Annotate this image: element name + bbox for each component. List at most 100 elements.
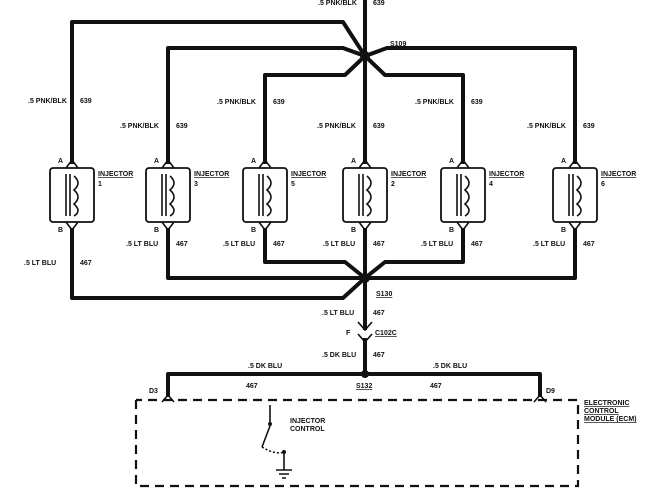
switch-contact-top [268,422,272,426]
injector-body [242,167,288,223]
injector-out-circuit: 467 [273,241,285,248]
injector-pin-a-symbol [456,158,470,169]
injector-coil-icon [456,174,470,217]
switch-arm [261,425,271,448]
wire-to-injector-5 [263,53,368,164]
injector-pin-a-symbol [358,158,372,169]
ecm-title-line3: MODULE (ECM) [584,416,637,423]
connector-c102c-male [357,321,373,332]
injector-pin-b: B [251,227,256,234]
injector-in-circuit: 639 [273,99,285,106]
wire-to-injector-3 [166,46,368,164]
injector-body [440,167,486,223]
ecm: D3 D9 ELECTRONIC CONTROL MODULE (ECM) IN… [134,388,637,488]
ecm-title-line1: ELECTRONIC [584,400,630,407]
s130-wire-label: .5 LT BLU [322,310,354,317]
injector-in-wire-label: .5 PNK/BLK [28,98,67,105]
injector-name: INJECTOR [291,171,326,178]
injector-in-circuit: 639 [471,99,483,106]
injector-pin-a: A [154,158,159,165]
switch-label-1: INJECTOR [290,418,325,425]
ecm-outline [134,398,580,488]
injector-in-wire-label: .5 PNK/BLK [415,99,454,106]
injector-body [552,167,598,223]
injector-out-wire-label: .5 LT BLU [24,260,56,267]
injector-number: 1 [98,181,102,188]
ecm-right-wire-label: .5 DK BLU [433,363,467,370]
injector-coil-icon [358,174,372,217]
injector-pin-b: B [58,227,63,234]
wire-to-injector-1 [70,20,368,164]
wire-to-injector-4 [362,53,465,164]
injector-out-circuit: 467 [471,241,483,248]
switch-dotted-link [261,446,285,454]
injector-in-circuit: 639 [373,123,385,130]
injector-in-circuit: 639 [176,123,188,130]
return-injector-4 [362,228,465,281]
injector-out-circuit: 467 [80,260,92,267]
c102c-wire-circuit: 467 [373,352,385,359]
s130-wire-circuit: 467 [373,310,385,317]
injector-in-wire-label: .5 PNK/BLK [317,123,356,130]
injector-out-wire-label: .5 LT BLU [126,241,158,248]
ecm-title-line2: CONTROL [584,408,619,415]
injector-out-wire-label: .5 LT BLU [223,241,255,248]
injector-pin-b-symbol [65,221,79,232]
injector-pin-b: B [351,227,356,234]
injector-group: A B INJECTOR 1 .5 PNK/BLK 639 .5 LT BLU 467 A B IN… [24,98,636,267]
feed-wire-label: .5 PNK/BLK [318,0,357,7]
connector-c102c-label: C102C [375,330,397,337]
injector-pin-a: A [251,158,256,165]
ground-icon [276,469,292,479]
injector-body [145,167,191,223]
injector-name: INJECTOR [194,171,229,178]
ecm-pin-d3-symbol [161,393,175,403]
c102c-wire-label: .5 DK BLU [322,352,356,359]
injector-pin-b-symbol [568,221,582,232]
injector-in-circuit: 639 [583,123,595,130]
injector-pin-a: A [351,158,356,165]
injector-number: 5 [291,181,295,188]
return-injector-1 [70,228,368,300]
injector-number: 3 [194,181,198,188]
switch-label-2: CONTROL [290,426,325,433]
splice-s132-label: S132 [356,383,372,390]
splice-s132-dot [361,370,369,378]
injector-pin-b: B [154,227,159,234]
injector-number: 2 [391,181,395,188]
injector-coil-icon [568,174,582,217]
injector-name: INJECTOR [601,171,636,178]
ecm-left-wire-label: .5 DK BLU [248,363,282,370]
ecm-pin-d3: D3 [149,388,158,395]
splice-s130-label: S130 [376,291,392,298]
injector-out-wire-label: .5 LT BLU [323,241,355,248]
injector-pin-b-symbol [161,221,175,232]
injector-pin-b-symbol [358,221,372,232]
injector-out-circuit: 467 [176,241,188,248]
feed-wire-circuit: 639 [373,0,385,7]
injector-name: INJECTOR [98,171,133,178]
ecm-pin-d9: D9 [546,388,555,395]
injector-pin-a: A [561,158,566,165]
injector-pin-a-symbol [161,158,175,169]
ecm-left-circuit: 467 [246,383,258,390]
return-injector-3 [166,228,367,280]
splice-s109-dot [360,51,370,61]
injector-in-wire-label: .5 PNK/BLK [120,123,159,130]
injector-pin-b: B [561,227,566,234]
splice-s130-dot [360,273,370,283]
injector-in-wire-label: .5 PNK/BLK [527,123,566,130]
injector-body [49,167,95,223]
injector-number: 6 [601,181,605,188]
ecm-right-circuit: 467 [430,383,442,390]
injector-body [342,167,388,223]
injector-number: 4 [489,181,493,188]
injector-name: INJECTOR [489,171,524,178]
wires [70,0,577,397]
